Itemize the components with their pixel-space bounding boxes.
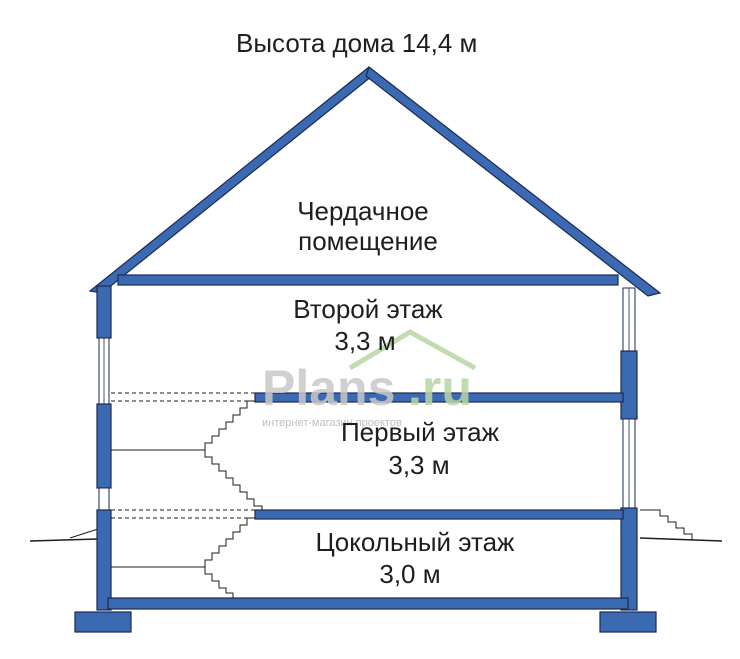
ground-slope-left (69, 528, 99, 539)
right-wall (599, 287, 657, 633)
left-footing (74, 611, 132, 633)
attic-label-line1: Чердачное (297, 196, 429, 226)
basement-floor-slab (107, 597, 629, 610)
left-wall-top-segment (96, 285, 112, 339)
watermark-roof-icon (348, 329, 477, 371)
second-floor-label: Второй этаж (293, 294, 443, 324)
attic-label-line2: помещение (298, 226, 438, 256)
stair-upper (111, 400, 263, 510)
house-height-title: Высота дома 14,4 м (236, 28, 477, 58)
second-floor-slab (254, 392, 624, 403)
watermark-brand: Plans (262, 360, 395, 416)
ground-line-right (639, 537, 723, 542)
second-floor-height: 3,3 м (334, 326, 395, 356)
first-floor-label: Первый этаж (341, 417, 500, 447)
basement-height: 3,0 м (379, 559, 440, 589)
left-window-lower (98, 487, 110, 511)
first-floor-height: 3,3 м (388, 450, 449, 480)
left-wall-basement-segment (96, 509, 112, 611)
roof-right-slope (365, 66, 662, 297)
first-floor-slab (254, 509, 624, 520)
attic-floor-slab (117, 274, 619, 286)
roof (88, 65, 662, 297)
left-wall-mid-segment (96, 403, 112, 489)
right-wall-basement-segment (620, 507, 638, 611)
ground-line-left (29, 538, 99, 542)
exterior-steps-right (640, 509, 693, 540)
basement-label: Цокольный этаж (316, 527, 516, 557)
roof-left-slope (88, 65, 373, 294)
watermark-suffix: .ru (408, 360, 472, 416)
left-wall (74, 285, 132, 633)
stair-lower (111, 517, 255, 598)
watermark-tagline: интернет-магазин проектов (262, 417, 402, 429)
watermark: Plans .ru интернет-магазин проектов (262, 329, 477, 429)
right-footing (599, 611, 657, 633)
right-wall-mid-segment (620, 350, 638, 420)
